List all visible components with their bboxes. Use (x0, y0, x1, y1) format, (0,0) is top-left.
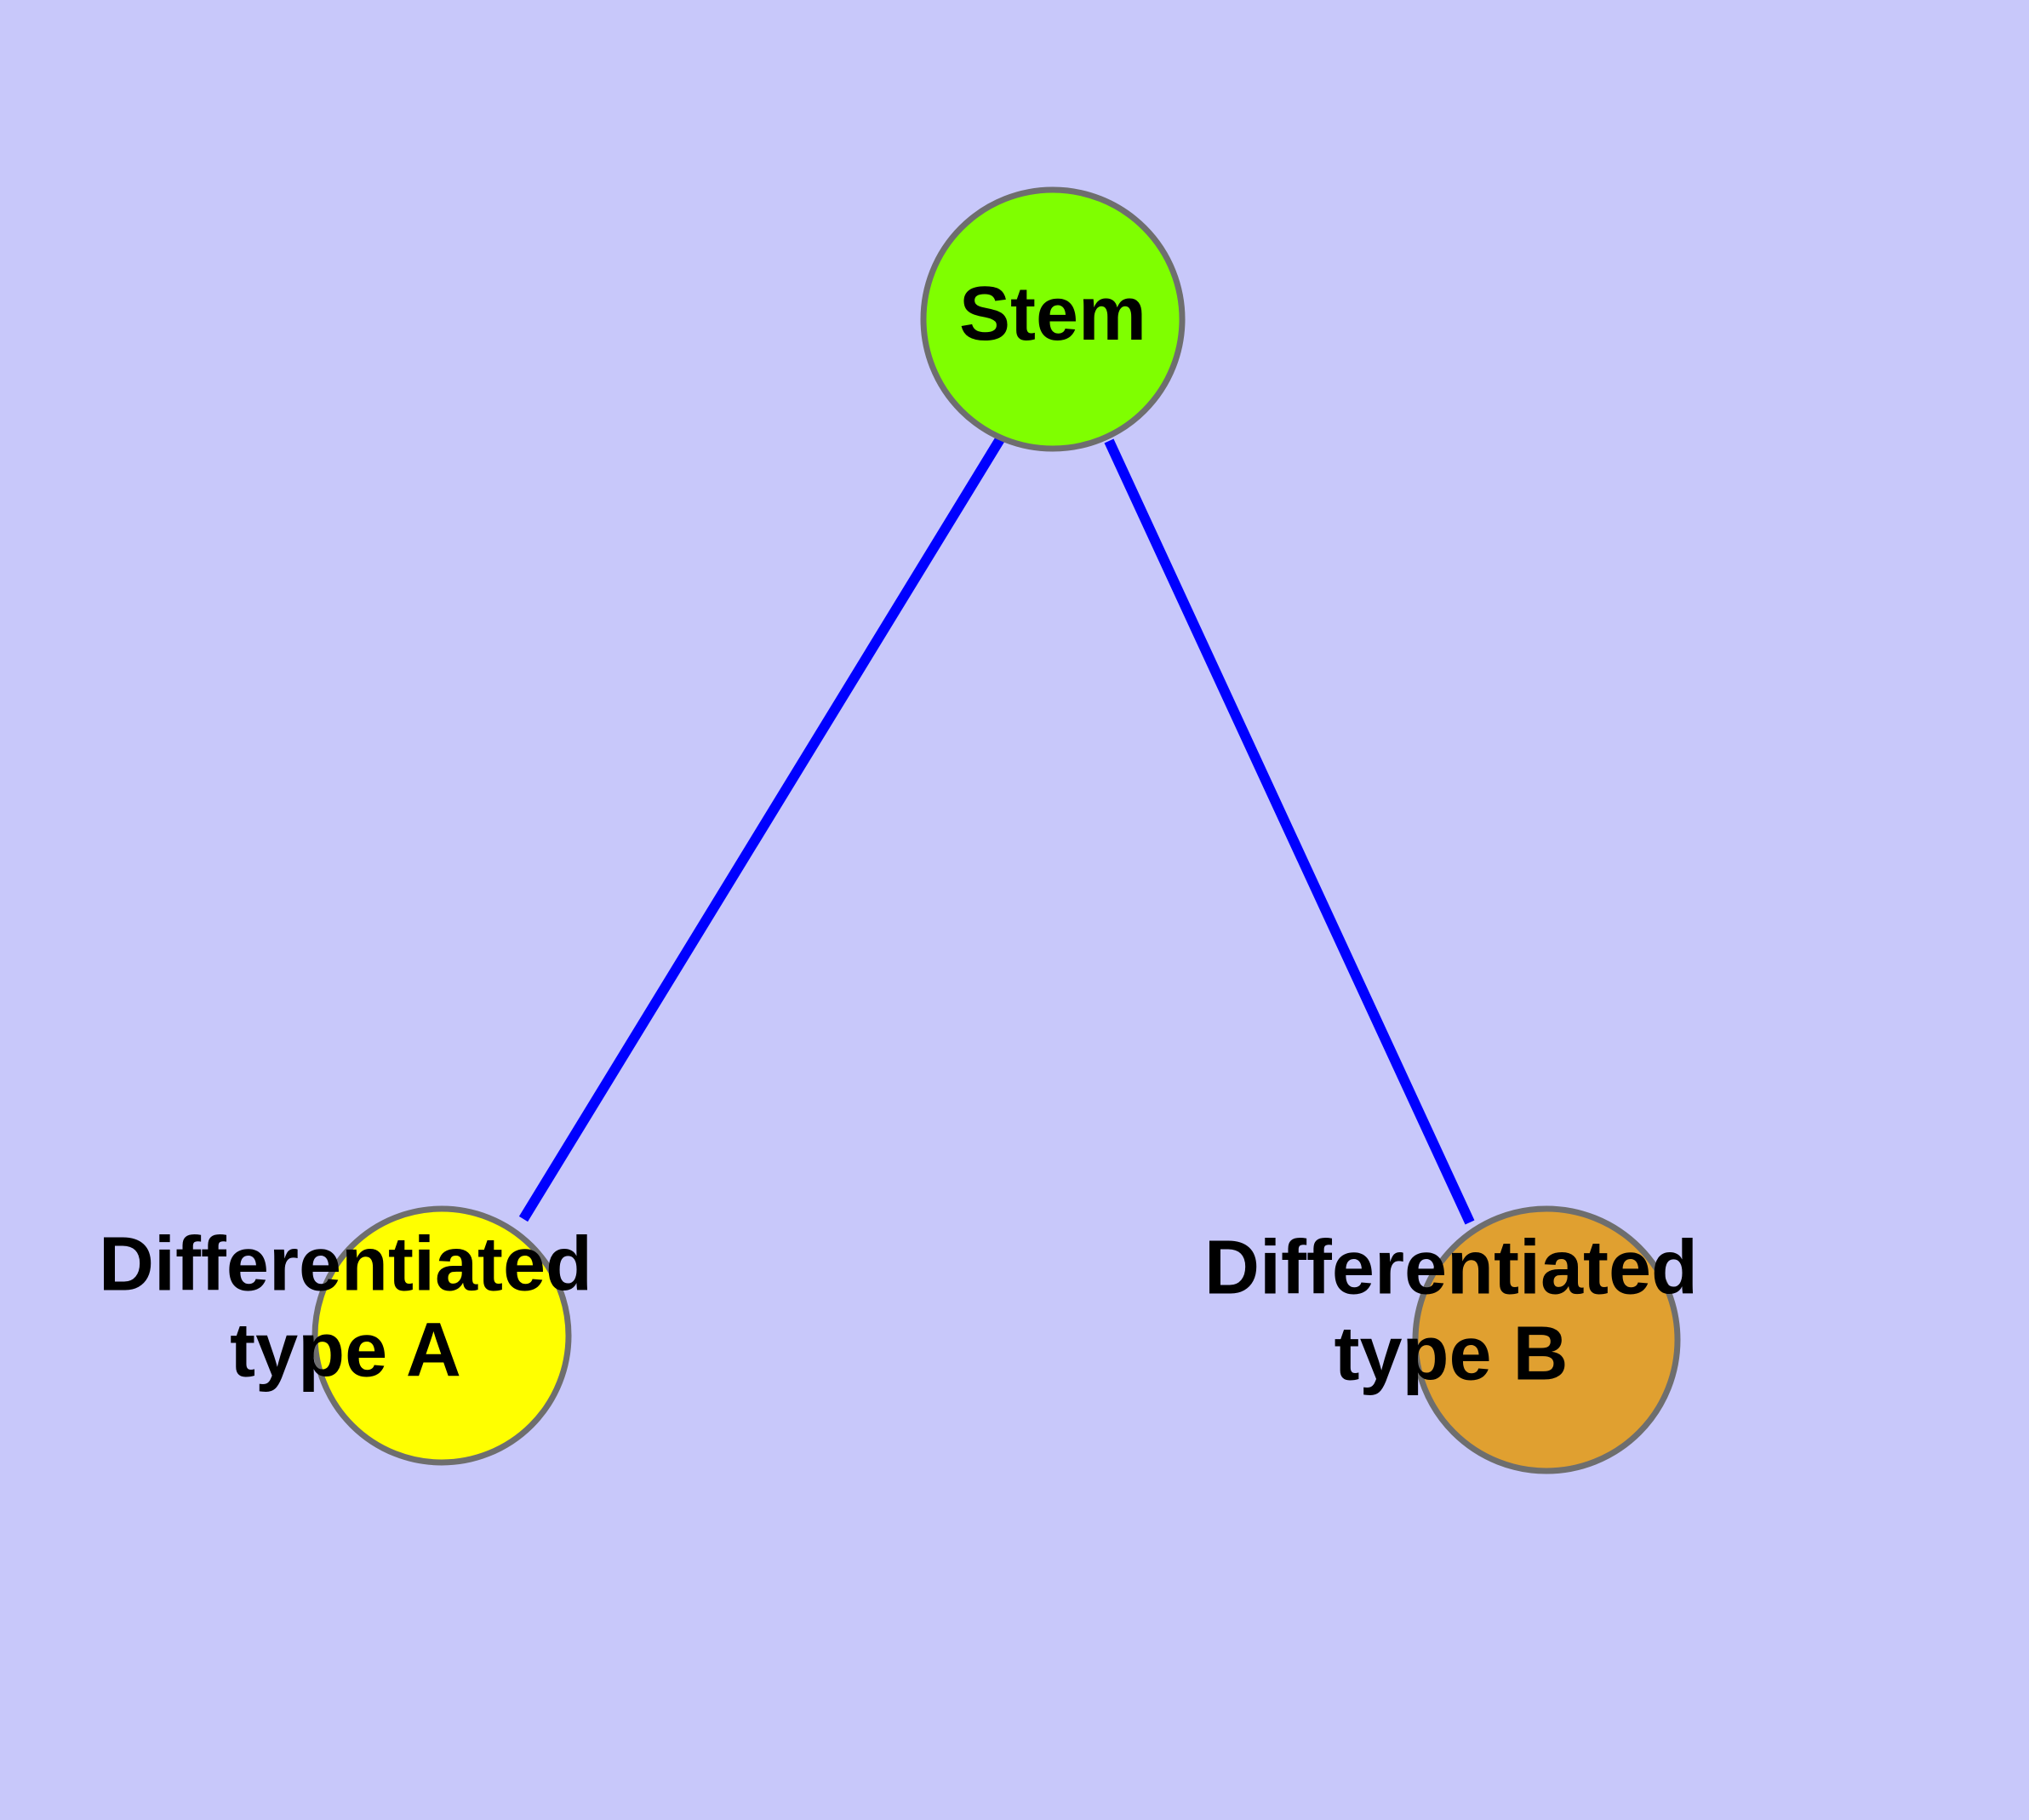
node-stem-label: Stem (959, 272, 1146, 357)
edges-group (518, 436, 1475, 1225)
node-diff-b-circle[interactable] (1412, 1205, 1681, 1474)
node-diff-a-circle[interactable] (311, 1205, 572, 1466)
edge-stem-to-diff-a[interactable] (518, 436, 1005, 1222)
node-stem-circle[interactable] (920, 186, 1186, 452)
edge-stem-to-diff-b[interactable] (1104, 438, 1475, 1225)
node-stem[interactable]: Stem (920, 186, 1186, 452)
